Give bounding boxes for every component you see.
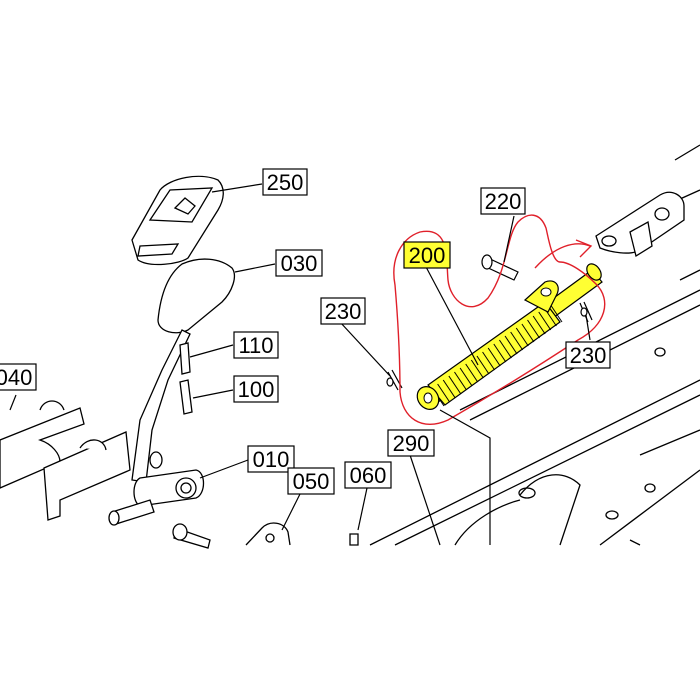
pedal-assembly bbox=[0, 175, 359, 549]
spring-assembly bbox=[416, 263, 603, 410]
callout-box bbox=[247, 445, 295, 473]
cotter-pin-right bbox=[579, 301, 593, 323]
pin-220 bbox=[481, 254, 519, 281]
pedal-arm bbox=[157, 258, 236, 334]
callout-number: 060 bbox=[350, 463, 387, 488]
callout-050: 050 bbox=[287, 467, 335, 495]
callout-number: 030 bbox=[281, 251, 318, 276]
callout-number: 200 bbox=[409, 243, 446, 268]
callout-number: 040 bbox=[0, 365, 32, 390]
clevis bbox=[523, 280, 559, 313]
callout-030: 030 bbox=[275, 249, 323, 277]
rod-end bbox=[586, 263, 602, 281]
callout-100: 100 bbox=[233, 375, 279, 403]
callout-number: 110 bbox=[238, 333, 273, 358]
callout-box bbox=[320, 297, 366, 325]
callout-number: 230 bbox=[570, 343, 607, 368]
callout-060: 060 bbox=[344, 461, 392, 489]
callout-number: 290 bbox=[393, 431, 430, 456]
callout-box bbox=[480, 187, 526, 215]
callout-290: 290 bbox=[387, 429, 435, 457]
callout-number: 010 bbox=[253, 447, 290, 472]
callout-010: 010 bbox=[247, 445, 295, 473]
callout-250: 250 bbox=[262, 168, 308, 196]
callout-230b: 230 bbox=[565, 341, 611, 369]
callout-230a: 230 bbox=[320, 297, 366, 325]
callout-040: 040 bbox=[0, 363, 37, 391]
red-annotation-outline bbox=[393, 214, 606, 426]
coil-spring bbox=[427, 301, 561, 406]
callout-number: 220 bbox=[485, 189, 522, 214]
callout-box bbox=[287, 467, 335, 495]
callout-box bbox=[565, 341, 611, 369]
callout-110: 110 bbox=[233, 331, 279, 359]
callout-200: 200 bbox=[403, 241, 451, 269]
callout-box bbox=[387, 429, 435, 457]
red-arrow bbox=[534, 243, 591, 269]
callout-220: 220 bbox=[480, 187, 526, 215]
callout-box bbox=[403, 241, 451, 269]
callout-box bbox=[262, 168, 308, 196]
callout-box bbox=[233, 331, 279, 359]
callout-number: 250 bbox=[267, 170, 304, 195]
callout-box bbox=[275, 249, 323, 277]
bracket bbox=[595, 191, 685, 258]
leader-lines bbox=[9, 183, 591, 546]
callout-number: 100 bbox=[238, 377, 275, 402]
callout-box bbox=[0, 363, 37, 391]
callout-number: 050 bbox=[293, 469, 330, 494]
callout-box bbox=[344, 461, 392, 489]
callout-box bbox=[233, 375, 279, 403]
callout-number: 230 bbox=[325, 299, 362, 324]
